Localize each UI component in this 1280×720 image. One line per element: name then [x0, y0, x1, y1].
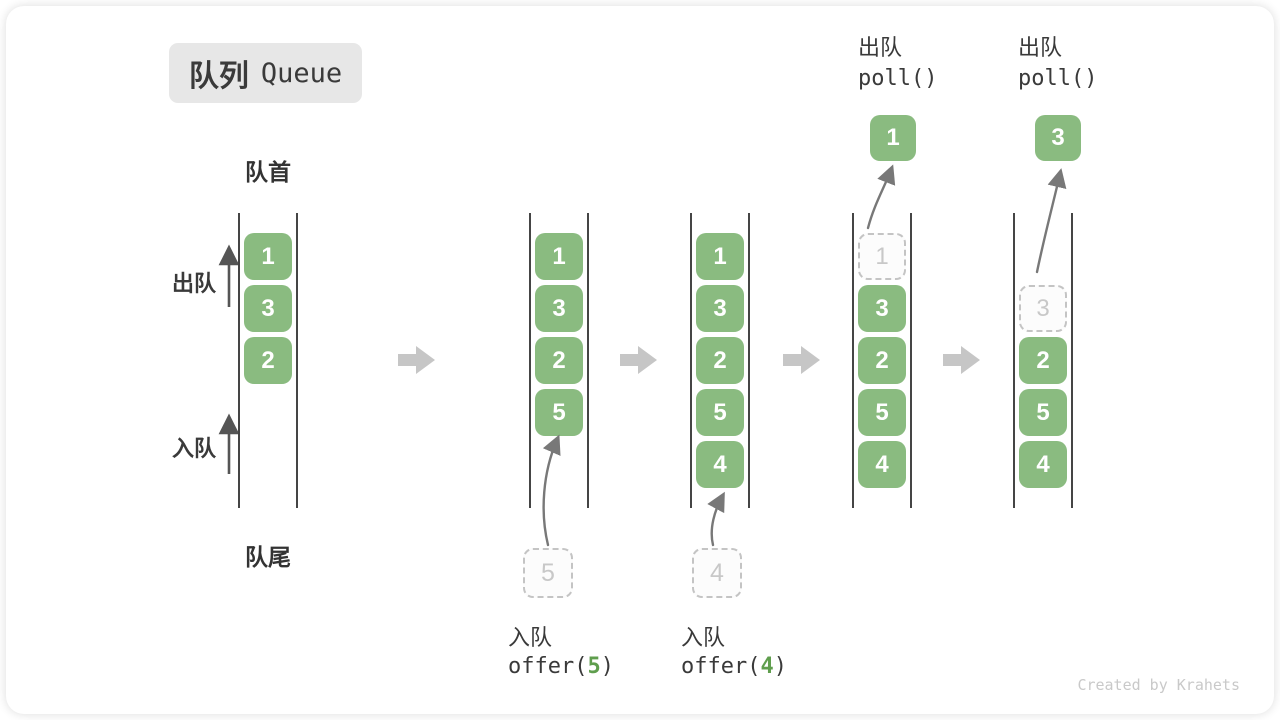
- queue-cell: 5: [858, 389, 906, 436]
- enqueue-op-code: offer(4): [681, 654, 787, 679]
- pending-value-box: 5: [523, 548, 573, 598]
- queue-cell: 3: [858, 285, 906, 332]
- queue-wall: [238, 213, 240, 508]
- code-arg: 5: [587, 654, 601, 679]
- queue-wall: [296, 213, 298, 508]
- title-en: Queue: [260, 57, 343, 89]
- queue-wall: [748, 213, 750, 508]
- queue-wall: [587, 213, 589, 508]
- queue-wall: [690, 213, 692, 508]
- queue-cell-removed: 3: [1019, 285, 1067, 332]
- enqueue-curve-arrow-icon: [542, 434, 561, 547]
- queue-cell: 5: [1019, 389, 1067, 436]
- queue-wall: [1071, 213, 1073, 508]
- queue-cell: 2: [535, 337, 583, 384]
- dequeued-value-box: 1: [870, 115, 916, 161]
- dequeued-value-box: 3: [1035, 115, 1081, 161]
- dequeue-up-arrow-icon: [218, 244, 240, 307]
- queue-cell: 2: [1019, 337, 1067, 384]
- pending-value-box: 4: [692, 548, 742, 598]
- queue-cell-removed: 1: [858, 233, 906, 280]
- dequeue-op-code: poll(): [858, 66, 938, 91]
- queue-cell: 4: [1019, 441, 1067, 488]
- queue-wall: [910, 213, 912, 508]
- enqueue-side-label: 入队: [172, 436, 217, 461]
- enqueue-op-label: 入队: [508, 625, 553, 650]
- code-open: offer(: [508, 654, 588, 679]
- queue-cell: 2: [244, 337, 292, 384]
- flow-arrow-icon: [943, 346, 980, 374]
- dequeue-op-label: 出队: [858, 35, 903, 60]
- dequeue-curve-arrow-icon: [866, 164, 896, 230]
- queue-cell: 2: [696, 337, 744, 384]
- queue-cell: 3: [535, 285, 583, 332]
- queue-cell: 2: [858, 337, 906, 384]
- queue-wall: [852, 213, 854, 508]
- enqueue-op-code: offer(5): [508, 654, 614, 679]
- queue-wall: [529, 213, 531, 508]
- queue-cell: 1: [696, 233, 744, 280]
- queue-state-5: 3 2 5 4: [1013, 213, 1073, 508]
- title-badge: 队列 Queue: [169, 43, 362, 103]
- enqueue-up-arrow-icon: [218, 413, 240, 474]
- code-close: ): [600, 654, 614, 679]
- queue-cell: 5: [696, 389, 744, 436]
- queue-cell: 4: [696, 441, 744, 488]
- enqueue-op-label: 入队: [681, 625, 726, 650]
- queue-wall: [1013, 213, 1015, 508]
- queue-cell: 3: [696, 285, 744, 332]
- queue-cell: 1: [244, 233, 292, 280]
- dequeue-curve-arrow-icon: [1035, 168, 1067, 274]
- queue-state-1: 1 3 2: [238, 213, 298, 508]
- queue-state-4: 1 3 2 5 4: [852, 213, 912, 508]
- title-zh: 队列: [188, 60, 249, 93]
- queue-cell: 1: [535, 233, 583, 280]
- queue-state-3: 1 3 2 5 4: [690, 213, 750, 508]
- dequeue-op-label: 出队: [1018, 35, 1063, 60]
- queue-cell: 3: [244, 285, 292, 332]
- dequeue-op-code: poll(): [1018, 66, 1098, 91]
- flow-arrow-icon: [783, 346, 820, 374]
- queue-front-label: 队首: [245, 159, 291, 185]
- code-arg: 4: [760, 654, 774, 679]
- flow-arrow-icon: [398, 346, 435, 374]
- dequeue-side-label: 出队: [172, 271, 217, 296]
- code-open: offer(: [681, 654, 761, 679]
- flow-arrow-icon: [620, 346, 657, 374]
- queue-rear-label: 队尾: [245, 544, 291, 570]
- queue-cell: 4: [858, 441, 906, 488]
- code-close: ): [773, 654, 787, 679]
- queue-state-2: 1 3 2 5: [529, 213, 589, 508]
- enqueue-curve-arrow-icon: [707, 491, 725, 547]
- watermark: Created by Krahets: [1077, 676, 1240, 694]
- queue-cell: 5: [535, 389, 583, 436]
